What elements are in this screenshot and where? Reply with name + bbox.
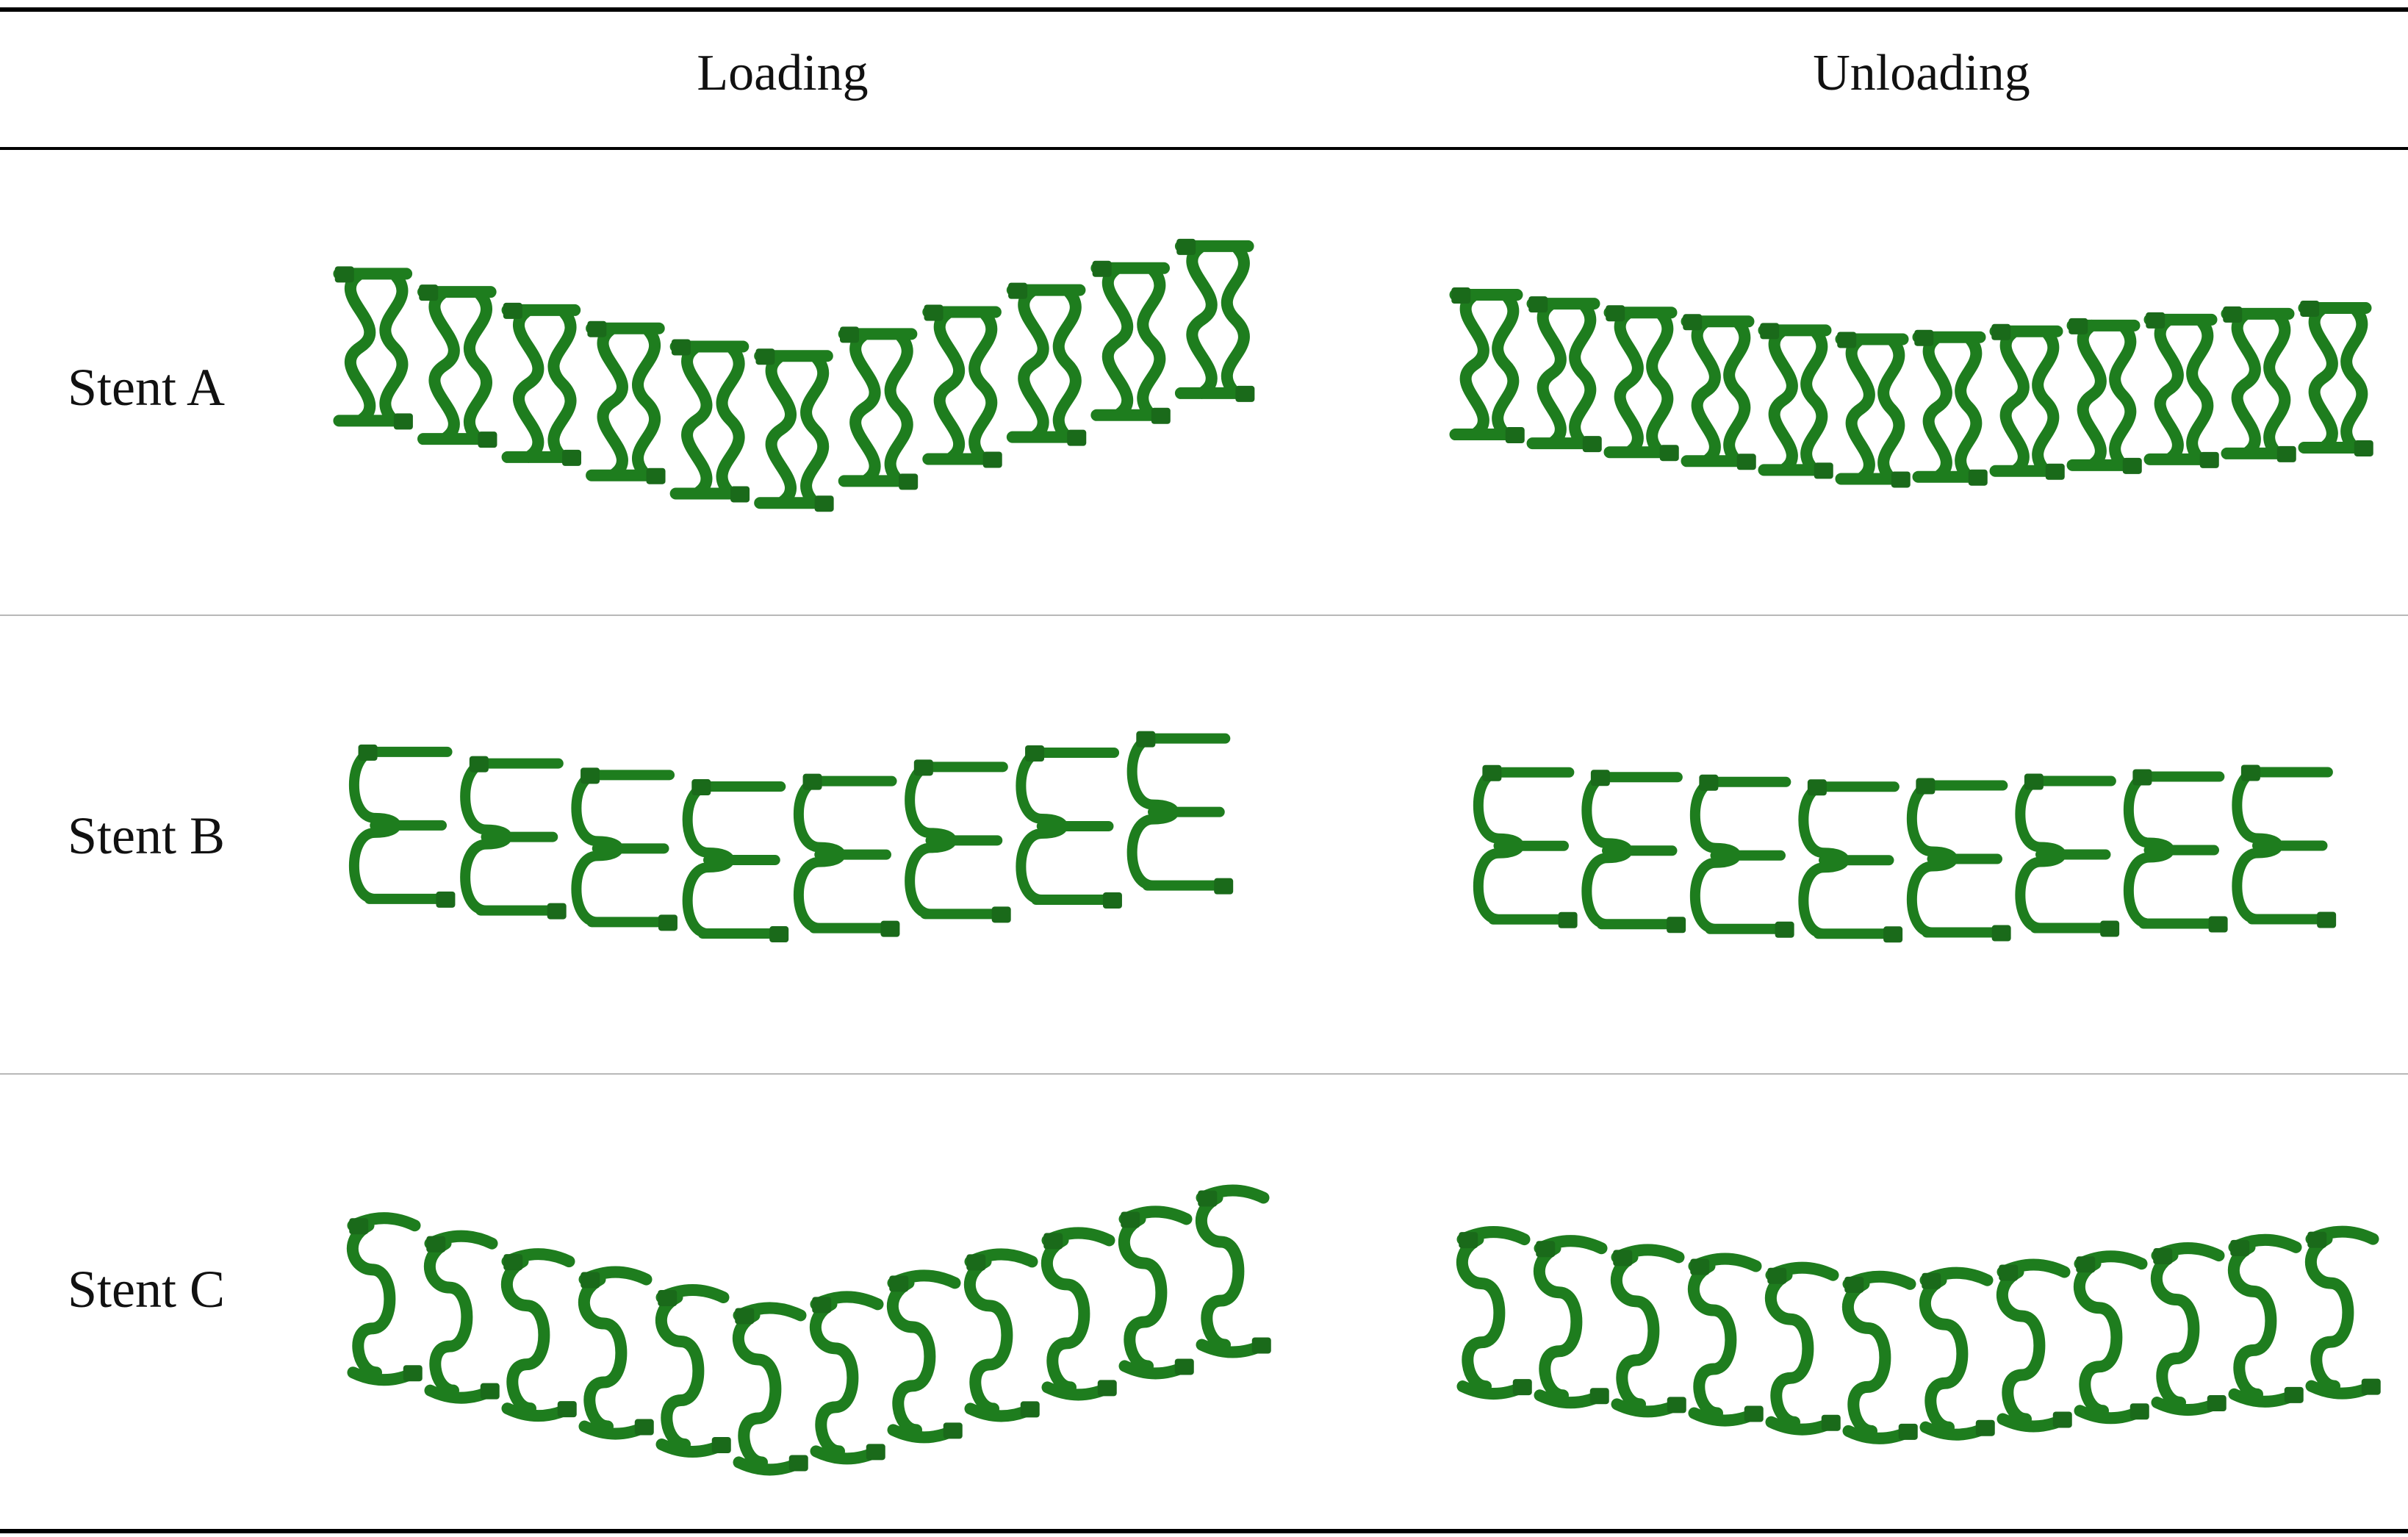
row-label-stent-c: Stent C [68,1260,226,1319]
table-bottom-rule [0,1529,2408,1533]
row-label-stent-b: Stent B [68,806,226,865]
stent-b-unloading-image [1473,764,2337,943]
stent-c-unloading-image [1456,1225,2381,1444]
stent-b-loading-image [349,731,1234,943]
row-divider-2 [0,1073,2408,1075]
table-top-rule [0,7,2408,12]
column-header-unloading: Unloading [1813,45,2030,101]
row-label-stent-a: Stent A [68,358,226,417]
stent-a-loading-image [333,238,1255,512]
stent-c-loading-image [346,1184,1271,1476]
column-header-loading: Loading [697,45,869,101]
table-header-rule [0,147,2408,150]
stent-a-unloading-image [1449,287,2373,488]
row-divider-1 [0,615,2408,616]
